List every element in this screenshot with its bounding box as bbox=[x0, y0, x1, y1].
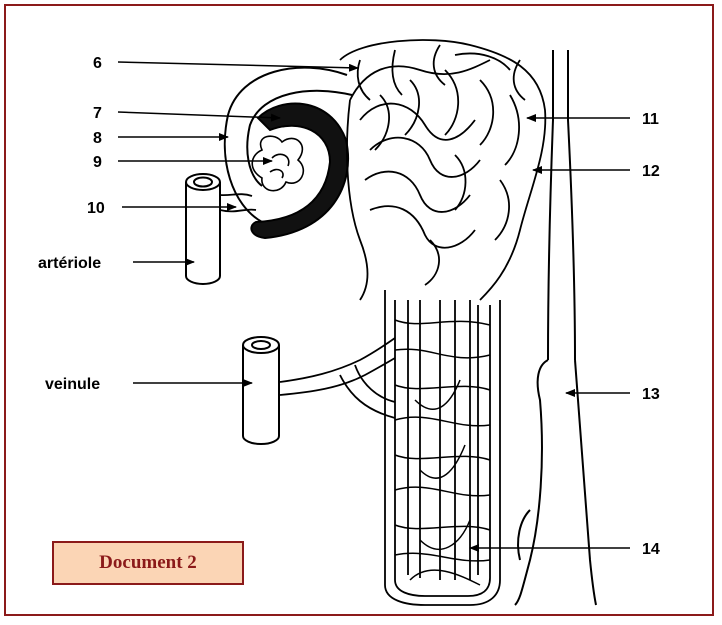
arteriole-vessel bbox=[186, 174, 220, 284]
label-veinule: veinule bbox=[45, 376, 100, 393]
arrow-6 bbox=[118, 62, 358, 68]
vasa-recta-network bbox=[395, 320, 490, 585]
label-6: 6 bbox=[93, 55, 102, 72]
capsule-dark-wall bbox=[251, 104, 348, 238]
label-9: 9 bbox=[93, 154, 102, 171]
label-10: 10 bbox=[87, 200, 105, 217]
glomerulus bbox=[252, 136, 303, 191]
label-12: 12 bbox=[642, 163, 660, 180]
label-11: 11 bbox=[642, 111, 659, 128]
loop-of-henle bbox=[385, 290, 500, 605]
label-13: 13 bbox=[642, 386, 660, 403]
convoluted-tubules bbox=[340, 40, 545, 300]
collecting-duct bbox=[515, 50, 596, 605]
label-8: 8 bbox=[93, 130, 102, 147]
veinule-vessel bbox=[243, 337, 279, 444]
label-7: 7 bbox=[93, 105, 102, 122]
label-arteriole: artériole bbox=[38, 255, 101, 272]
label-14: 14 bbox=[642, 541, 660, 558]
peritubular-capillaries bbox=[280, 338, 395, 418]
document-caption: Document 2 bbox=[52, 541, 244, 585]
